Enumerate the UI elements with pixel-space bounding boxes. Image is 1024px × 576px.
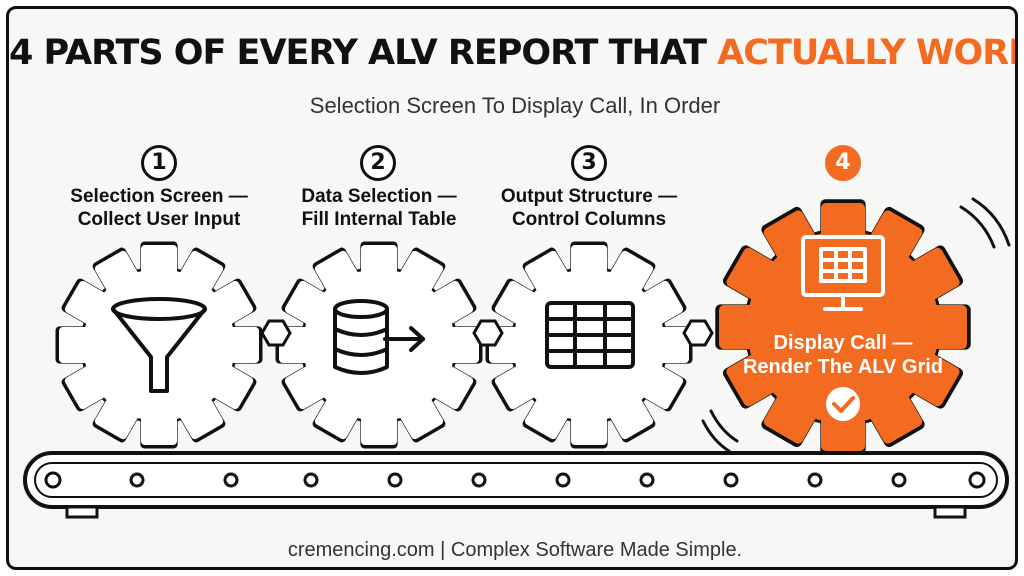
step-3-number: 3 <box>571 145 607 181</box>
gear-link-3 <box>682 319 714 347</box>
step-2-label: Data Selection — Fill Internal Table <box>269 185 489 231</box>
step-4-number: 4 <box>825 145 861 181</box>
gear-link-1 <box>260 319 292 347</box>
motion-lines <box>701 197 1011 453</box>
step-4-label: Display Call — Render The ALV Grid <box>733 331 953 379</box>
funnel-icon <box>111 297 207 393</box>
conveyor-belt <box>23 451 1009 519</box>
step-2-number: 2 <box>360 145 396 181</box>
step-3-subtitle: Control Columns <box>511 209 667 230</box>
gears-conveyor-illustration <box>23 197 1011 519</box>
title-prefix: 4 PARTS OF EVERY ALV REPORT THAT <box>9 33 718 73</box>
table-grid-icon <box>545 301 635 369</box>
gear-2 <box>275 241 483 449</box>
monitor-grid-icon <box>801 235 885 311</box>
step-1-label: Selection Screen — Collect User Input <box>49 185 269 231</box>
step-3-title: Output Structure — <box>500 186 678 207</box>
page-title: 4 PARTS OF EVERY ALV REPORT THAT ACTUALL… <box>9 33 1015 73</box>
step-3-label: Output Structure — Control Columns <box>479 185 699 231</box>
checkmark-circle-icon <box>826 387 860 421</box>
step-1-number: 1 <box>141 145 177 181</box>
footer-tagline: cremencing.com | Complex Software Made S… <box>287 539 743 561</box>
step-2-title: Data Selection — <box>301 186 457 207</box>
step-4-title: Display Call — <box>773 332 913 354</box>
step-1-title: Selection Screen — <box>70 186 248 207</box>
step-1-subtitle: Collect User Input <box>77 209 241 230</box>
step-4-subtitle: Render The ALV Grid <box>742 356 944 378</box>
page-subtitle: Selection Screen To Display Call, In Ord… <box>309 93 721 118</box>
gear-link-2 <box>472 319 504 347</box>
step-2-subtitle: Fill Internal Table <box>301 209 457 230</box>
gear-3 <box>485 241 693 449</box>
infographic-frame: 4 PARTS OF EVERY ALV REPORT THAT ACTUALL… <box>6 6 1018 570</box>
gear-1 <box>55 241 263 449</box>
title-highlight: ACTUALLY WORKS <box>717 33 1015 73</box>
database-arrow-icon <box>333 299 425 375</box>
